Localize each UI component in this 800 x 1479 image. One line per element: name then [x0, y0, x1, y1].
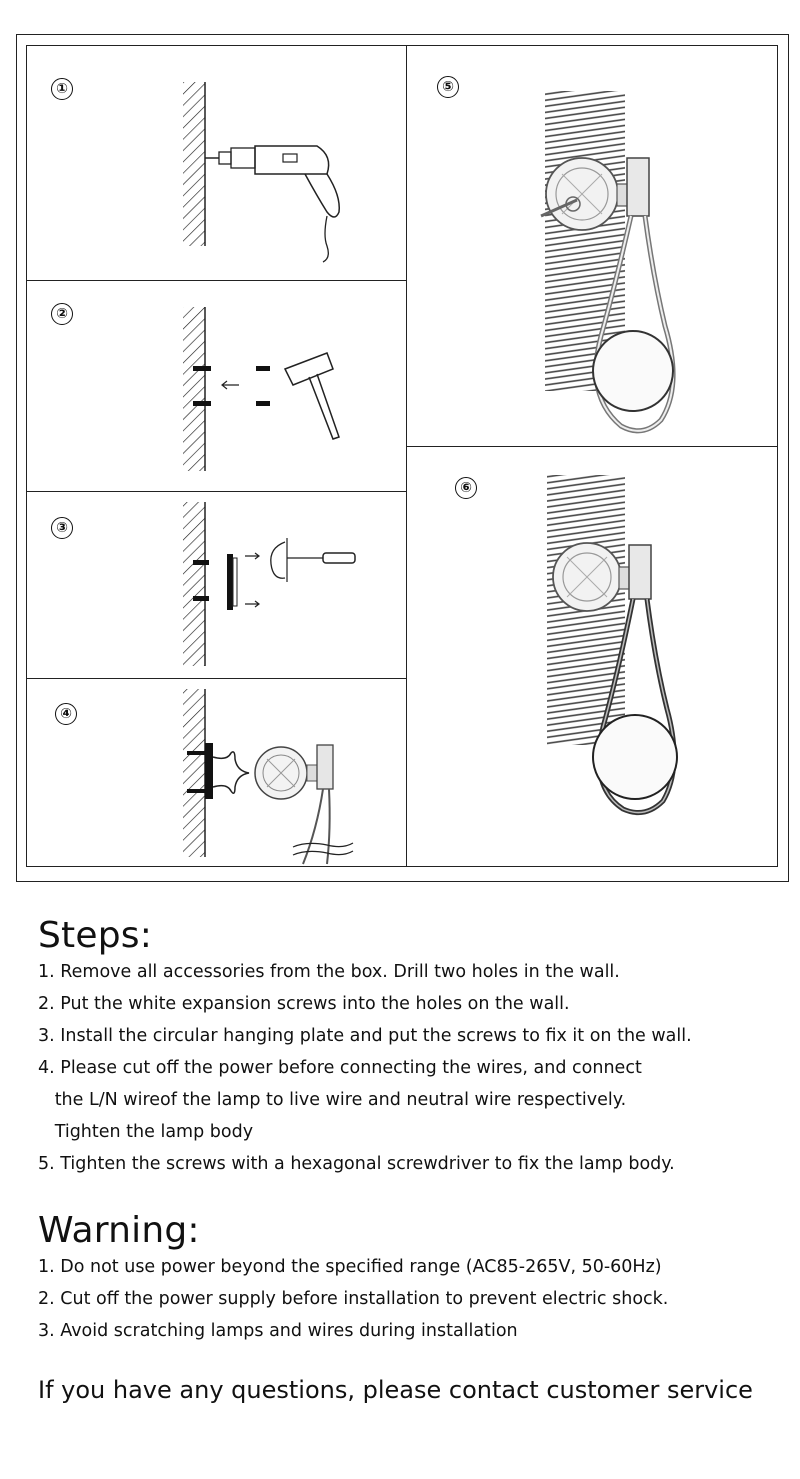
step-line: 1. Remove all accessories from the box. … — [38, 956, 692, 988]
wiring-illustration — [27, 679, 408, 868]
contact-note: If you have any questions, please contac… — [38, 1376, 753, 1404]
warning-section: Warning: 1. Do not use power beyond the … — [38, 1210, 668, 1347]
step-2-panel: ② — [26, 280, 407, 492]
warning-line: 3. Avoid scratching lamps and wires duri… — [38, 1315, 668, 1347]
step-6-panel: ⑥ — [406, 446, 778, 867]
step-line: 5. Tighten the screws with a hexagonal s… — [38, 1148, 692, 1180]
lamp-finished-illustration — [407, 447, 779, 868]
lamp-mounted-illustration — [407, 46, 779, 448]
warning-line: 1. Do not use power beyond the specified… — [38, 1251, 668, 1283]
step-line: 3. Install the circular hanging plate an… — [38, 1020, 692, 1052]
step-line: 4. Please cut off the power before conne… — [38, 1052, 692, 1084]
warning-line: 2. Cut off the power supply before insta… — [38, 1283, 668, 1315]
step-1-panel: ① — [26, 45, 407, 281]
step-line: the L/N wireof the lamp to live wire and… — [38, 1084, 692, 1116]
step-line: 2. Put the white expansion screws into t… — [38, 988, 692, 1020]
anchor-hammer-illustration — [27, 281, 408, 493]
plate-screwdriver-illustration — [27, 492, 408, 680]
step-4-panel: ④ — [26, 678, 407, 867]
drill-illustration — [27, 46, 408, 282]
step-5-panel: ⑤ — [406, 45, 778, 447]
step-line: Tighten the lamp body — [38, 1116, 692, 1148]
steps-section: Steps: 1. Remove all accessories from th… — [38, 915, 692, 1180]
steps-heading: Steps: — [38, 915, 692, 956]
step-3-panel: ③ — [26, 491, 407, 679]
warning-heading: Warning: — [38, 1210, 668, 1251]
